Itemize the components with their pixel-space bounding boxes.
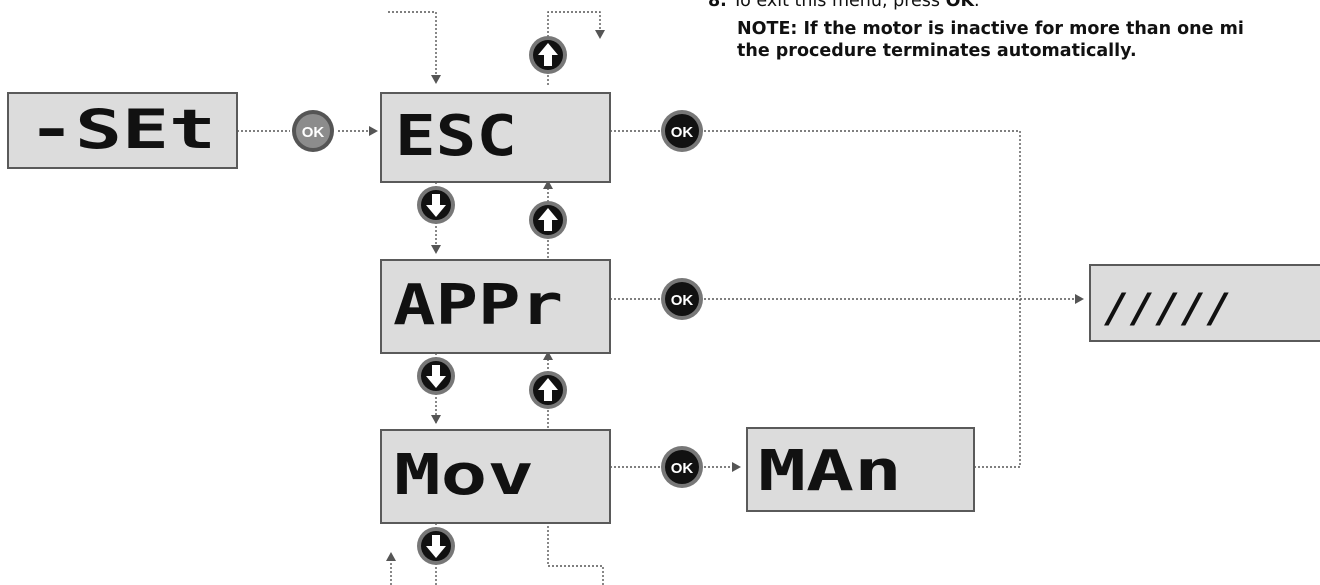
up-button-mov-appr[interactable] xyxy=(529,371,567,409)
svg-text:OK: OK xyxy=(302,124,325,141)
display-mov-text: Mov xyxy=(394,443,534,508)
display-appr: APPr xyxy=(380,259,611,354)
arrow-down-icon xyxy=(426,194,446,217)
step-number: 8. xyxy=(708,0,727,11)
display-progress-text: ///// xyxy=(1104,286,1232,332)
svg-text:OK: OK xyxy=(671,460,694,477)
arrow-down-icon xyxy=(426,365,446,388)
step-8-note: 8. To exit this menu, press OK. xyxy=(708,0,980,12)
display-man: MAn xyxy=(746,427,975,512)
svg-text:OK: OK xyxy=(671,124,694,141)
step-text: To exit this menu, press xyxy=(732,0,941,11)
ok-button-set[interactable]: OK xyxy=(292,110,334,152)
connector-top-entry xyxy=(388,11,441,84)
ok-button-mov[interactable]: OK xyxy=(661,446,703,488)
down-button-appr-mov[interactable] xyxy=(417,357,455,395)
warning-line-2: the procedure terminates automatically. xyxy=(737,41,1137,61)
connector-bottom-exit xyxy=(543,514,604,585)
arrow-up-icon xyxy=(538,43,558,66)
display-mov: Mov xyxy=(380,429,611,524)
up-button-appr-esc[interactable] xyxy=(529,201,567,239)
warning-line-1: NOTE: If the motor is inactive for more … xyxy=(737,19,1244,39)
display-esc-text: ESC xyxy=(395,104,517,169)
svg-text:OK: OK xyxy=(671,292,694,309)
display-man-text: MAn xyxy=(758,439,902,504)
arrow-down-icon xyxy=(426,535,446,558)
display-set-text: -SEt xyxy=(28,98,216,161)
down-button-bottom[interactable] xyxy=(417,527,455,565)
display-appr-text: APPr xyxy=(393,273,563,338)
arrow-up-icon xyxy=(538,378,558,401)
up-button-top[interactable] xyxy=(529,36,567,74)
display-esc: ESC xyxy=(380,92,611,183)
step-key: OK xyxy=(945,0,975,11)
arrow-up-icon xyxy=(538,208,558,231)
display-set: -SEt xyxy=(7,92,238,169)
step-end: . xyxy=(974,0,980,11)
ok-button-esc[interactable]: OK xyxy=(661,110,703,152)
display-progress: ///// xyxy=(1089,264,1320,342)
connector-ok-exit-line xyxy=(704,130,1021,465)
down-button-esc-appr[interactable] xyxy=(417,186,455,224)
ok-button-appr[interactable]: OK xyxy=(661,278,703,320)
